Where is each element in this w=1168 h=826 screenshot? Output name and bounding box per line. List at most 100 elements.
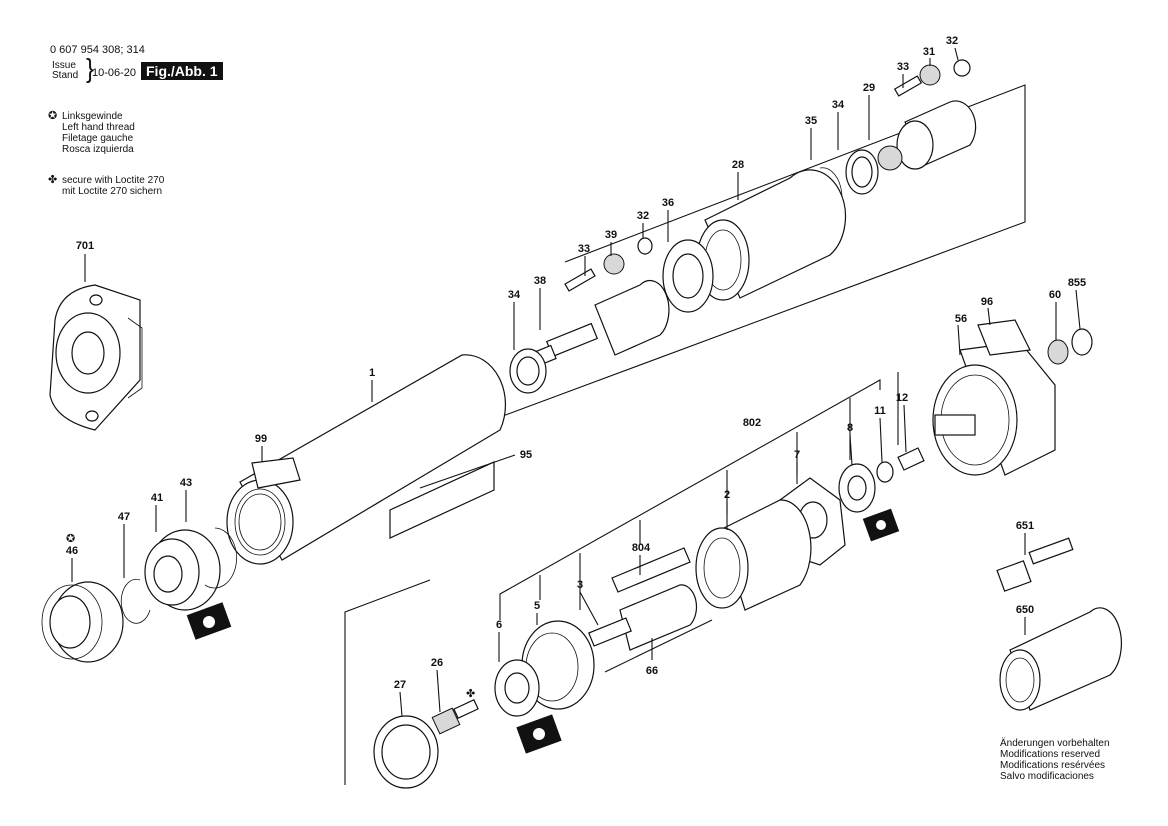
part-60-filter <box>1047 339 1069 365</box>
part-2-cylinder <box>695 499 812 611</box>
label-8: 8 <box>847 422 853 434</box>
leader-26 <box>436 669 441 713</box>
part-39-gear <box>603 253 625 275</box>
part-31-gear <box>919 64 941 86</box>
part-701-flange <box>49 284 143 431</box>
label-27: 27 <box>394 679 406 691</box>
part-27-washer <box>373 715 439 789</box>
label-38: 38 <box>534 275 546 287</box>
label-11: 11 <box>874 405 886 417</box>
part-804-blades <box>611 547 691 593</box>
leader-96 <box>987 307 991 326</box>
part-36-bearing <box>662 239 714 313</box>
part-651-nipple <box>996 537 1074 592</box>
part-47-retaining-ring <box>120 578 151 624</box>
part-5-end-plate <box>521 620 595 710</box>
leader-27 <box>399 691 403 717</box>
part-29-shaft <box>877 100 977 171</box>
part-56-end-cap <box>932 341 1056 476</box>
loctite-marker-icon: ✤ <box>466 688 475 700</box>
label-29: 29 <box>863 82 875 94</box>
label-32-mid: 32 <box>637 210 649 222</box>
part-11-washer <box>876 461 894 483</box>
label-802: 802 <box>743 417 761 429</box>
label-36: 36 <box>662 197 674 209</box>
label-12: 12 <box>896 392 908 404</box>
part-96-label <box>977 319 1031 356</box>
label-34-top: 34 <box>832 99 845 111</box>
part-33-pin-top <box>893 75 923 97</box>
part-66-rod <box>604 619 713 673</box>
issue-label-en: Issue <box>52 60 76 71</box>
label-33-top: 33 <box>897 61 909 73</box>
label-96: 96 <box>981 296 993 308</box>
label-701: 701 <box>76 240 94 252</box>
label-1: 1 <box>369 367 375 379</box>
label-26: 26 <box>431 657 443 669</box>
part-33-pin-mid <box>564 268 596 292</box>
label-5: 5 <box>534 600 540 612</box>
part-46-ring-nut <box>41 581 124 663</box>
label-41: 41 <box>151 492 163 504</box>
part-6-bearing <box>494 659 540 717</box>
leader-8 <box>849 434 853 466</box>
leader-3 <box>579 591 599 626</box>
part-28-cylinder <box>696 169 847 301</box>
part-95-strip <box>389 461 495 539</box>
note-line: Modifications resérvées <box>1000 760 1106 771</box>
legend-line: Left hand thread <box>62 122 135 133</box>
bearing-symbol-icon <box>186 602 232 640</box>
part-1-housing <box>226 354 507 565</box>
legend-line: Rosca izquierda <box>62 144 134 155</box>
left-hand-thread-marker-icon: ✪ <box>66 533 75 545</box>
label-855: 855 <box>1068 277 1086 289</box>
label-99: 99 <box>255 433 267 445</box>
label-95: 95 <box>520 449 532 461</box>
part-34-seal-top <box>845 149 879 195</box>
leader-12 <box>903 404 907 453</box>
part-38-shaft <box>535 279 670 366</box>
label-7: 7 <box>794 449 800 461</box>
part-41-bearing <box>144 529 221 611</box>
part-number-text: 0 607 954 308; 314 <box>50 44 145 56</box>
label-34-mid: 34 <box>508 289 521 301</box>
bracket-802 <box>499 379 881 620</box>
legend-loctite: ✤ secure with Loctite 270 mit Loctite 27… <box>48 175 165 198</box>
part-650-silencer <box>999 607 1122 711</box>
leader-32-top <box>954 47 959 61</box>
label-32-top: 32 <box>946 35 958 47</box>
legend-line: Linksgewinde <box>62 111 123 122</box>
part-3-rotor <box>588 584 698 651</box>
label-47: 47 <box>118 511 130 523</box>
label-39: 39 <box>605 229 617 241</box>
note-line: Salvo modificaciones <box>1000 771 1094 782</box>
label-43: 43 <box>180 477 192 489</box>
part-32-nut-top <box>953 59 971 77</box>
label-33-mid: 33 <box>578 243 590 255</box>
label-46: 46 <box>66 545 78 557</box>
leader-56 <box>957 324 961 356</box>
label-651: 651 <box>1016 520 1034 532</box>
part-8-bearing <box>838 463 876 513</box>
legend-line: mit Loctite 270 sichern <box>62 186 163 197</box>
lower-assembly-frame <box>344 579 431 785</box>
part-32-nut-mid <box>637 237 653 255</box>
legend-left-hand-thread: ✪ Linksgewinde Left hand thread Filetage… <box>48 111 135 156</box>
leader-855 <box>1075 289 1081 330</box>
part-855-o-ring <box>1071 328 1093 356</box>
label-31: 31 <box>923 46 935 58</box>
part-12-screw <box>897 447 925 471</box>
label-28: 28 <box>732 159 744 171</box>
label-35: 35 <box>805 115 817 127</box>
issue-label: Issue Stand <box>52 61 78 81</box>
note-line: Modifications reserved <box>1000 749 1101 760</box>
label-650: 650 <box>1016 604 1034 616</box>
part-43-circlip <box>204 527 237 589</box>
figure-badge: Fig./Abb. 1 <box>141 62 223 80</box>
note-line: Änderungen vorbehalten <box>1000 738 1110 749</box>
modification-notes: Änderungen vorbehalten Modifications res… <box>1000 738 1110 782</box>
label-2: 2 <box>724 489 730 501</box>
label-66: 66 <box>646 665 658 677</box>
legend-line: secure with Loctite 270 <box>62 175 165 186</box>
